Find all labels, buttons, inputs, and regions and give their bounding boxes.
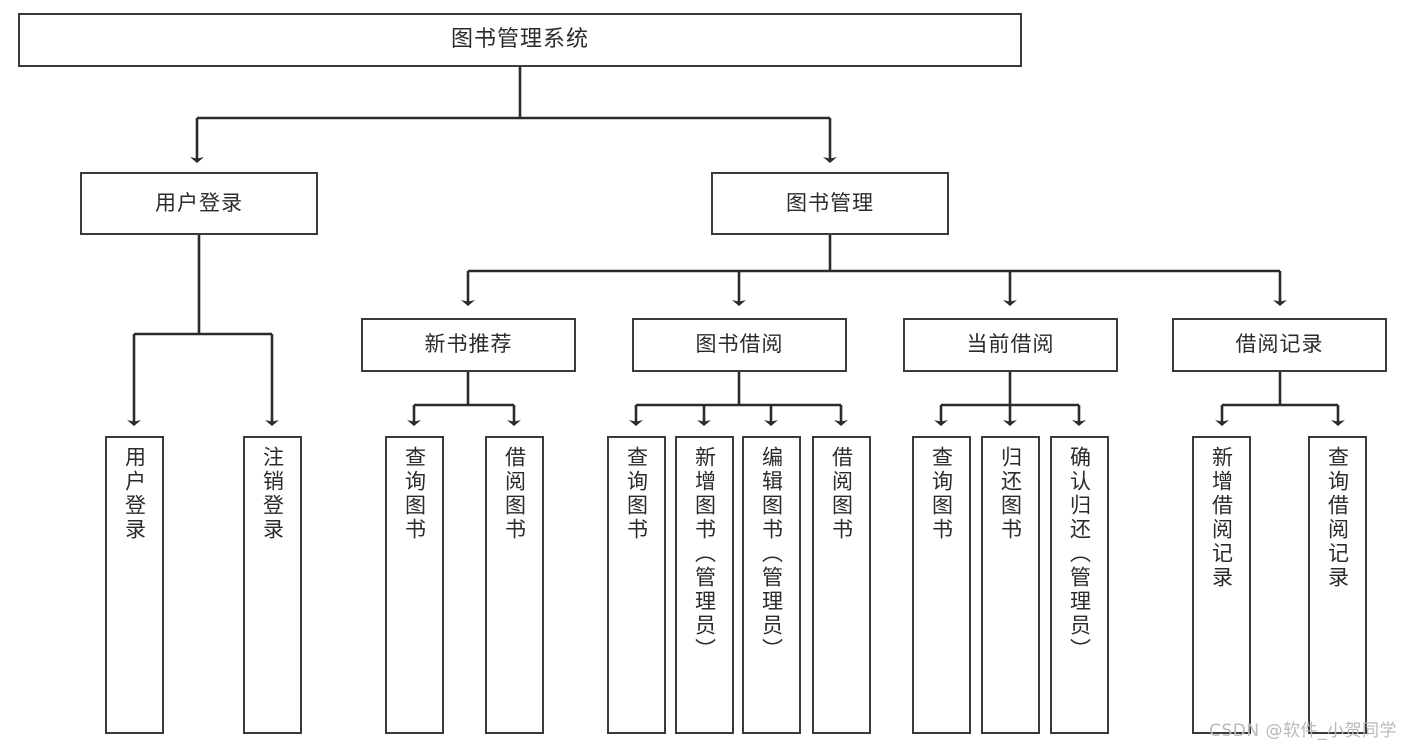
leaf-user-login-login[interactable]: 用户登录 [105,436,164,734]
node-label: 新增图书（管理员） [692,446,717,662]
node-borrow-record[interactable]: 借阅记录 [1172,318,1387,372]
node-book-management[interactable]: 图书管理 [711,172,949,235]
node-label: 确认归还（管理员） [1067,446,1092,662]
node-label: 图书借阅 [695,332,784,357]
leaf-new-book-borrow[interactable]: 借阅图书 [485,436,544,734]
leaf-book-borrow-edit[interactable]: 编辑图书（管理员） [742,436,801,734]
leaf-book-borrow-borrow[interactable]: 借阅图书 [812,436,871,734]
node-label: 编辑图书（管理员） [759,446,784,662]
node-label: 用户登录 [122,446,147,542]
node-label: 借阅图书 [829,446,854,542]
node-current-borrow[interactable]: 当前借阅 [903,318,1118,372]
node-label: 查询图书 [929,446,954,542]
leaf-current-borrow-confirm[interactable]: 确认归还（管理员） [1050,436,1109,734]
node-root-system[interactable]: 图书管理系统 [18,13,1022,67]
node-label: 新书推荐 [424,332,513,357]
leaf-new-book-query[interactable]: 查询图书 [385,436,444,734]
node-label: 借阅图书 [502,446,527,542]
node-user-login[interactable]: 用户登录 [80,172,318,235]
node-label: 新增借阅记录 [1209,446,1234,590]
node-new-book-recommend[interactable]: 新书推荐 [361,318,576,372]
node-label: 查询图书 [624,446,649,542]
leaf-borrow-record-add[interactable]: 新增借阅记录 [1192,436,1251,734]
watermark: CSDN @软件_小贺同学 [1209,721,1397,741]
node-label: 借阅记录 [1235,332,1324,357]
leaf-current-borrow-query[interactable]: 查询图书 [912,436,971,734]
node-label: 归还图书 [998,446,1023,542]
node-label: 查询图书 [402,446,427,542]
node-label: 图书管理 [786,190,874,215]
leaf-borrow-record-query[interactable]: 查询借阅记录 [1308,436,1367,734]
node-label: 图书管理系统 [450,26,589,52]
leaf-current-borrow-return[interactable]: 归还图书 [981,436,1040,734]
leaf-user-login-logout[interactable]: 注销登录 [243,436,302,734]
node-label: 查询借阅记录 [1325,446,1350,590]
leaf-book-borrow-add[interactable]: 新增图书（管理员） [675,436,734,734]
node-label: 当前借阅 [966,332,1055,357]
node-book-borrow[interactable]: 图书借阅 [632,318,847,372]
node-label: 用户登录 [155,190,243,215]
leaf-book-borrow-query[interactable]: 查询图书 [607,436,666,734]
node-label: 注销登录 [260,446,285,542]
